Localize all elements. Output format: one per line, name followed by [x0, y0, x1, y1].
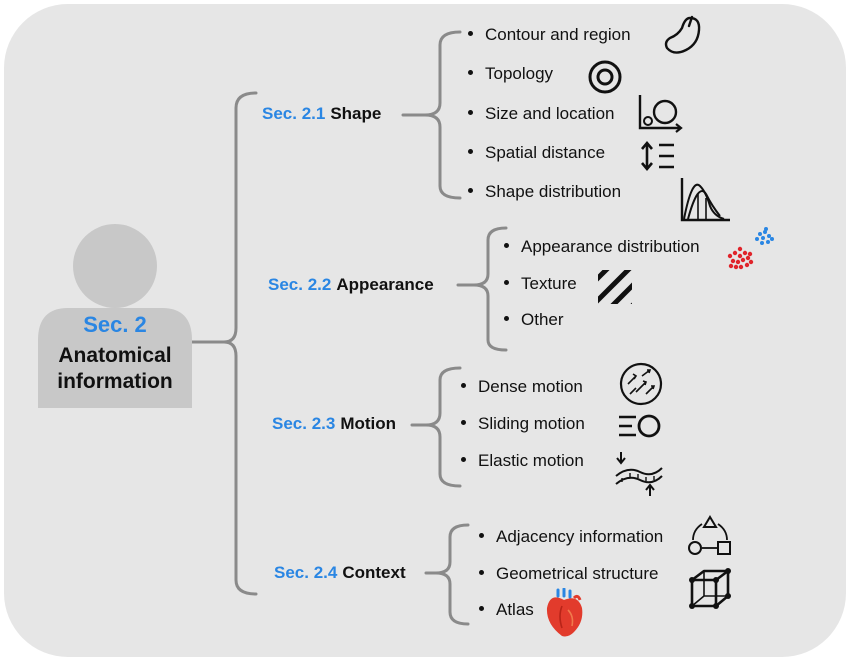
list-item: Sliding motion: [461, 414, 585, 434]
list-item: Size and location: [468, 104, 614, 124]
list-item: Dense motion: [461, 377, 583, 397]
size-location-icon: [638, 95, 683, 133]
shape-bracket: [424, 30, 462, 200]
list-item: Other: [504, 310, 564, 330]
spatial-distance-icon: [641, 140, 674, 172]
section-title: Shape: [330, 104, 382, 123]
distribution-curves-icon: [680, 178, 730, 222]
sliding-motion-icon: [619, 414, 661, 438]
list-item: Appearance distribution: [504, 237, 700, 257]
list-item: Atlas: [479, 600, 534, 620]
dense-motion-icon: [619, 362, 663, 406]
main-bracket: [202, 91, 258, 596]
section-number: Sec. 2.3: [272, 414, 336, 433]
section-title: Context: [342, 563, 406, 582]
list-item: Adjacency information: [479, 527, 663, 547]
contour-icon: [664, 15, 701, 54]
heart-icon: [546, 588, 583, 637]
list-item: Spatial distance: [468, 143, 605, 163]
list-item: Shape distribution: [468, 182, 621, 202]
point-clusters-icon: [727, 227, 774, 270]
adjacency-graph-icon: [688, 515, 731, 555]
section-title: Appearance: [336, 275, 434, 294]
stripes-icon: [598, 270, 632, 304]
section-title: Motion: [340, 414, 397, 433]
motion-bracket: [425, 366, 462, 488]
section-number: Sec. 2.2: [268, 275, 332, 294]
section-number: Sec. 2.4: [274, 563, 338, 582]
cube-icon: [689, 568, 731, 609]
root-section-label: Anatomical information: [57, 344, 173, 393]
concentric-circles-icon: [588, 60, 622, 94]
list-item: Texture: [504, 274, 577, 294]
section-number: Sec. 2.1: [262, 104, 326, 123]
elastic-motion-icon: [615, 452, 663, 496]
person-icon: [38, 224, 192, 408]
list-item: Elastic motion: [461, 451, 584, 471]
list-item: Geometrical structure: [479, 564, 659, 584]
list-item: Contour and region: [468, 25, 631, 45]
context-bracket: [435, 523, 470, 626]
root-section-number: Sec. 2: [83, 312, 147, 337]
list-item: Topology: [468, 64, 553, 84]
appearance-bracket: [473, 226, 508, 352]
